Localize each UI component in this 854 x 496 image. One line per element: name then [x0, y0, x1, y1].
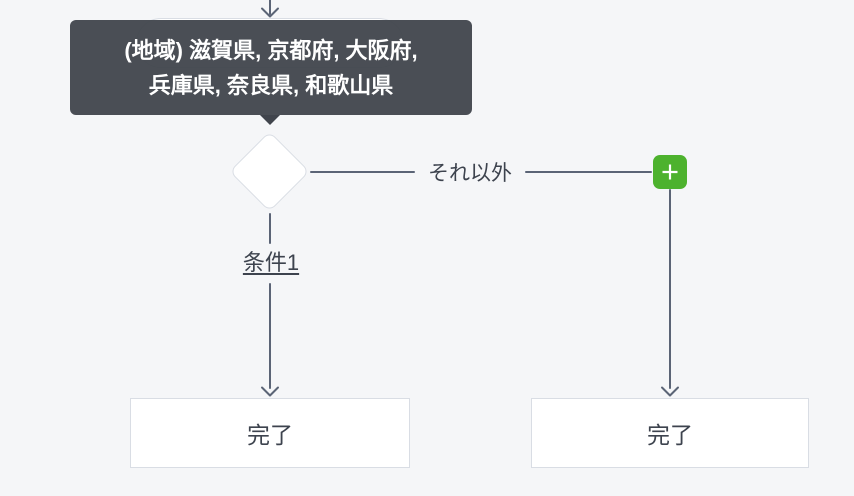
else-branch-label: それ以外: [424, 157, 516, 187]
condition-tooltip: (地域) 滋賀県, 京都府, 大阪府, 兵庫県, 奈良県, 和歌山県: [70, 20, 472, 125]
plus-icon: [662, 164, 678, 180]
incoming-arrowhead-icon: [261, 7, 279, 18]
end-node-left[interactable]: 完了: [130, 398, 410, 468]
add-branch-button[interactable]: [653, 155, 687, 189]
condition1-link[interactable]: 条件1: [238, 245, 304, 277]
end-node-label: 完了: [647, 422, 693, 448]
condition1-arrowhead-icon: [261, 386, 279, 397]
tooltip-text-line2: 兵庫県, 奈良県, 和歌山県: [148, 72, 394, 98]
end-node-label: 完了: [247, 422, 293, 448]
else-branch-arrowhead-icon: [661, 386, 679, 397]
tooltip-caret-icon: [260, 115, 280, 125]
end-node-right[interactable]: 完了: [531, 398, 809, 468]
tooltip-text-line1: (地域) 滋賀県, 京都府, 大阪府,: [124, 37, 418, 63]
